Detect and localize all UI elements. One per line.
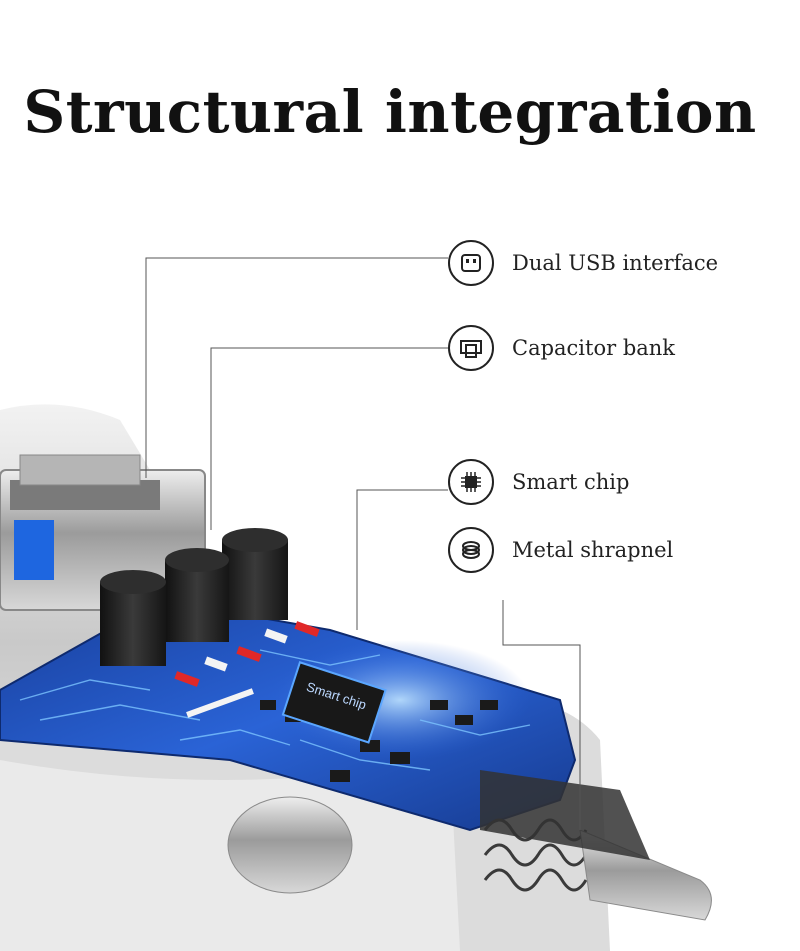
capacitor-bank [100, 528, 288, 666]
callout-label: Metal shrapnel [512, 538, 674, 562]
chip-icon [448, 459, 494, 505]
capacitor-icon [448, 325, 494, 371]
spring-icon [448, 527, 494, 573]
metal-shrapnel-spring [480, 770, 712, 921]
callout-dual-usb: Dual USB interface [448, 240, 718, 286]
usb-icon [448, 240, 494, 286]
callout-capacitor-bank: Capacitor bank [448, 325, 675, 371]
callout-metal-shrapnel: Metal shrapnel [448, 527, 673, 573]
smart-chip: Smart chip [281, 661, 387, 744]
side-contact [227, 796, 353, 894]
callout-label: Smart chip [512, 470, 630, 494]
callout-smart-chip: Smart chip [448, 459, 629, 505]
leader-lines [145, 257, 581, 830]
page-title: Structural integration [23, 78, 757, 146]
callout-label: Capacitor bank [512, 336, 676, 360]
callout-label: Dual USB interface [512, 251, 719, 275]
